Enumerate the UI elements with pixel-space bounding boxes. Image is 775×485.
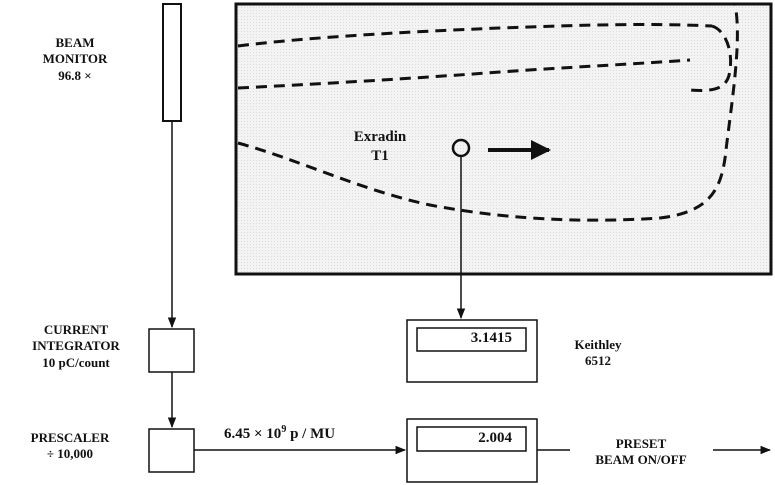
chamber-circle — [451, 138, 471, 158]
dose-contour-lower — [237, 3, 739, 222]
prescaler-divisor: ÷ 10,000 — [46, 446, 94, 462]
preset-line-2: BEAM ON/OFF — [595, 452, 687, 468]
preset-line-1: PRESET — [615, 436, 667, 451]
prescaler-box — [148, 428, 195, 473]
current-integrator-title-1: CURRENT — [43, 322, 109, 337]
current-integrator-title-2: INTEGRATOR — [32, 338, 120, 354]
dose-contour-middle — [237, 58, 691, 90]
electrometer-label: Keithley 6512 — [558, 337, 638, 370]
current-integrator-box — [148, 328, 195, 373]
prescaler-title: PRESCALER — [30, 430, 110, 445]
calibration-exponent: 9 — [281, 424, 287, 435]
chamber-label: Exradin T1 — [345, 128, 415, 166]
current-integrator-label: CURRENT INTEGRATOR 10 pC/count — [20, 322, 132, 371]
electrometer-name-1: Keithley — [574, 337, 622, 352]
calibration-label: 6.45 × 109 p / MU — [224, 424, 394, 444]
beam-monitor-factor: 96.8 × — [58, 67, 92, 83]
electrometer-display — [416, 327, 527, 352]
beam-monitor-bar — [162, 3, 182, 122]
phantom-tank — [234, 2, 773, 276]
chamber-name-2: T1 — [371, 147, 389, 164]
electrometer-reading: 3.1415 — [470, 330, 512, 346]
electrometer-name-2: 6512 — [585, 353, 611, 369]
calibration-prefix: 6.45 × 10 — [224, 426, 282, 442]
beam-monitor-title-1: BEAM — [55, 35, 95, 50]
preset-label: PRESET BEAM ON/OFF — [572, 436, 710, 469]
chamber-name-1: Exradin — [353, 129, 407, 145]
dose-contour-upper — [237, 23, 713, 48]
beam-monitor-label: BEAM MONITOR 96.8 × — [25, 35, 125, 84]
beam-monitor-title-2: MONITOR — [42, 51, 108, 67]
counter-reading: 2.004 — [478, 430, 512, 446]
counter-display — [416, 426, 527, 452]
calibration-suffix: p / MU — [286, 426, 336, 442]
current-integrator-rate: 10 pC/count — [42, 354, 110, 370]
prescaler-label: PRESCALER ÷ 10,000 — [20, 430, 120, 463]
